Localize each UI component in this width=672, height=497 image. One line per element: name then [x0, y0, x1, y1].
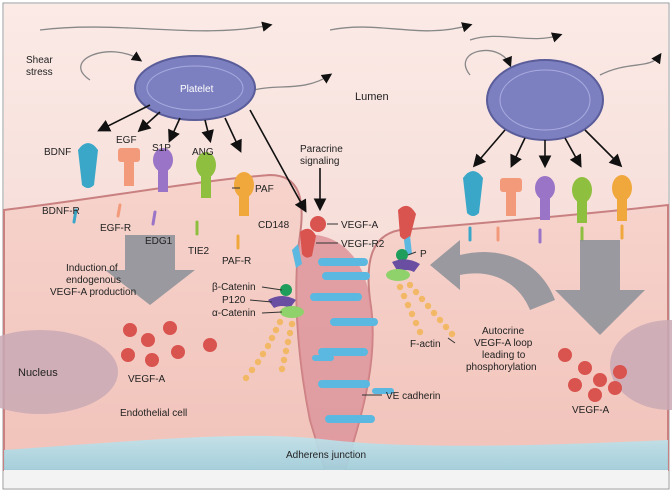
label-induction-3: VEGF-A production — [50, 287, 136, 298]
label-shear-stress-2: stress — [26, 67, 53, 78]
label-egf: EGF — [116, 135, 137, 146]
label-ve-cadherin: VE cadherin — [386, 391, 440, 402]
f-actin-left — [242, 318, 296, 382]
label-s1p: S1P — [152, 143, 171, 154]
label-ang: ANG — [192, 147, 214, 158]
label-adherens-junction: Adherens junction — [286, 450, 366, 461]
catenin-complex-right — [386, 249, 420, 281]
label-autocrine-1: Autocrine — [482, 326, 525, 337]
label-alpha-catenin: α-Catenin — [212, 308, 256, 319]
label-vegf-a-right: VEGF-A — [572, 405, 610, 416]
vegf-a-paracrine-ball — [310, 216, 326, 232]
ligand-s1p — [153, 148, 173, 192]
label-induction-2: endogenous — [66, 275, 121, 286]
label-endothelial-cell: Endothelial cell — [120, 408, 187, 419]
label-induction-1: Induction of — [66, 263, 118, 274]
pointer-lines — [232, 187, 456, 396]
ve-cadherin-chains — [310, 258, 394, 423]
ligand-paf — [234, 172, 254, 216]
gray-arrow-right — [555, 240, 645, 335]
platelet-left — [134, 55, 256, 121]
label-vegf-a-top: VEGF-A — [341, 220, 379, 231]
label-egf-r: EGF-R — [100, 223, 131, 234]
label-p120: P120 — [222, 295, 246, 306]
platelet-right-inner — [499, 69, 591, 131]
nucleus-left — [0, 330, 118, 414]
label-shear-stress-1: Shear — [26, 55, 53, 66]
label-paracrine-1: Paracrine — [300, 144, 343, 155]
label-f-actin: F-actin — [410, 339, 441, 350]
label-autocrine-4: phosphorylation — [466, 362, 537, 373]
label-paf-r: PAF-R — [222, 256, 251, 267]
ligands-right — [463, 171, 632, 223]
platelet-right-release-arrows — [472, 129, 623, 169]
gray-arrow-autocrine — [430, 240, 555, 310]
platelet-left-inner — [146, 65, 244, 111]
ligand-egf — [118, 148, 140, 186]
label-paracrine-2: signaling — [300, 156, 339, 167]
vegf-a-balls-right — [558, 348, 627, 402]
label-p: P — [420, 249, 427, 260]
label-vegf-a-left: VEGF-A — [128, 374, 166, 385]
platelet-release-arrows — [97, 104, 327, 213]
vegf-r2-right — [398, 205, 416, 256]
label-bdnf: BDNF — [44, 147, 71, 158]
nucleus-right — [610, 320, 672, 410]
label-bdnf-r: BDNF-R — [42, 206, 80, 217]
label-nucleus: Nucleus — [18, 367, 58, 379]
platelet-right — [486, 59, 604, 141]
label-edg1: EDG1 — [145, 236, 173, 247]
label-beta-catenin: β-Catenin — [212, 282, 256, 293]
ligand-ang — [196, 152, 216, 198]
f-actin-right — [396, 281, 456, 338]
label-autocrine-3: leading to — [482, 350, 526, 361]
label-platelet: Platelet — [180, 84, 214, 95]
label-cd148: CD148 — [258, 220, 290, 231]
baseline-strip — [4, 470, 668, 488]
ligand-bdnf — [78, 143, 98, 188]
gray-arrow-left — [105, 235, 195, 305]
receptor-stubs — [72, 203, 624, 250]
vegf-a-balls-left — [121, 321, 217, 367]
label-autocrine-2: VEGF-A loop — [474, 338, 533, 349]
label-vegf-r2: VEGF-R2 — [341, 239, 385, 250]
catenin-complex-left — [268, 284, 304, 318]
vegf-r2-left — [292, 228, 316, 268]
label-lumen: Lumen — [355, 91, 389, 103]
label-tie2: TIE2 — [188, 246, 210, 257]
label-paf: PAF — [255, 184, 274, 195]
